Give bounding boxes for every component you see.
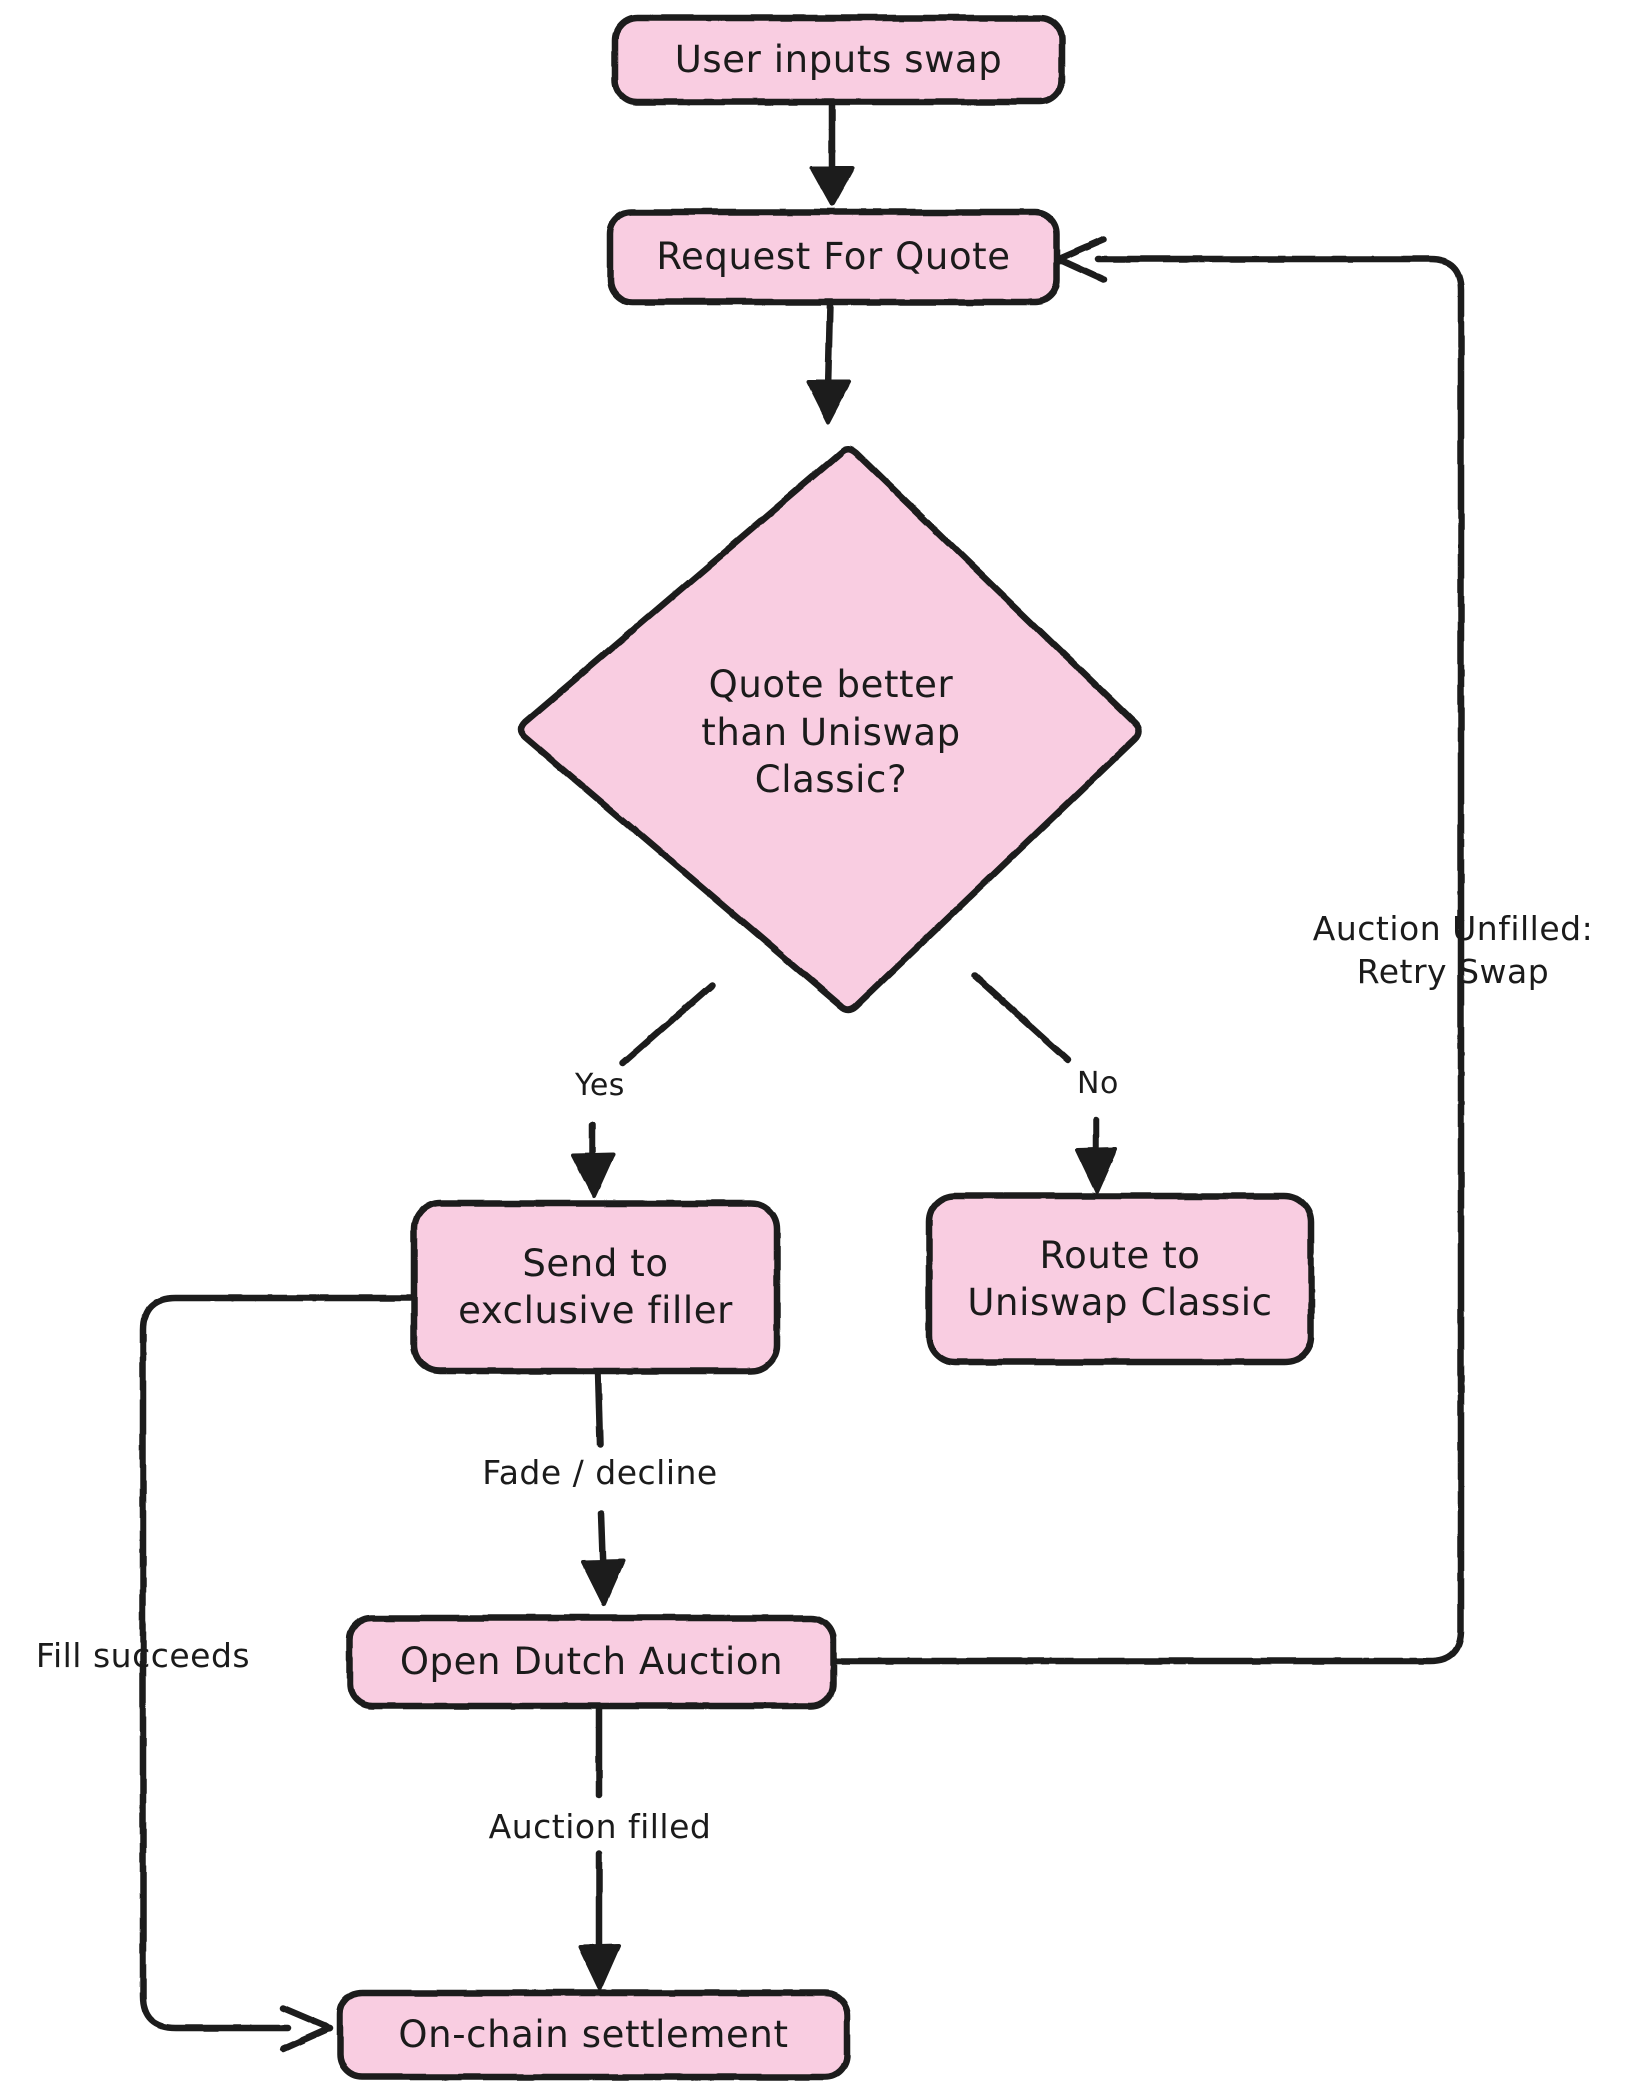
node-user-inputs-swap[interactable] xyxy=(611,14,1066,106)
edge-label-auction-filled: Auction filled xyxy=(488,1807,712,1846)
edge-label-no: No xyxy=(1077,1066,1119,1101)
edge-exclusive-filler-to-settlement-fill-succeeds xyxy=(139,1294,414,2053)
node-hit-on-chain-settlement[interactable] xyxy=(340,1993,847,2077)
edge-label-fade-decline: Fade / decline xyxy=(482,1453,718,1492)
edge-exclusive-filler-to-dutch-auction xyxy=(581,1367,625,1606)
node-open-dutch-auction[interactable] xyxy=(346,1614,837,1710)
node-quote-better-decision[interactable] xyxy=(517,446,1143,1013)
node-hit-send-to-exclusive-filler[interactable] xyxy=(414,1203,777,1371)
edge-dutch-auction-to-settlement xyxy=(578,1702,621,1991)
node-hit-request-for-quote[interactable] xyxy=(610,212,1057,302)
edge-decision-to-exclusive-filler xyxy=(571,981,716,1198)
edge-decision-to-uniswap-classic xyxy=(971,972,1118,1194)
node-route-to-uniswap-classic[interactable] xyxy=(925,1192,1315,1366)
node-hit-open-dutch-auction[interactable] xyxy=(350,1618,833,1706)
node-request-for-quote[interactable] xyxy=(606,208,1061,306)
node-on-chain-settlement[interactable] xyxy=(336,1989,851,2081)
edge-label-auction-unfilled-retry-swap: Auction Unfilled: Retry Swap xyxy=(1312,909,1594,991)
edge-label-yes: Yes xyxy=(575,1068,625,1103)
node-hit-quote-better-decision[interactable] xyxy=(646,620,1016,840)
node-send-to-exclusive-filler[interactable] xyxy=(410,1199,781,1375)
edge-label-fill-succeeds: Fill succeeds xyxy=(35,1636,251,1675)
node-hit-user-inputs-swap[interactable] xyxy=(615,18,1062,102)
node-hit-route-to-uniswap-classic[interactable] xyxy=(929,1196,1311,1362)
edge-user-input-to-rfq xyxy=(810,100,854,206)
edge-rfq-to-decision xyxy=(806,299,851,424)
